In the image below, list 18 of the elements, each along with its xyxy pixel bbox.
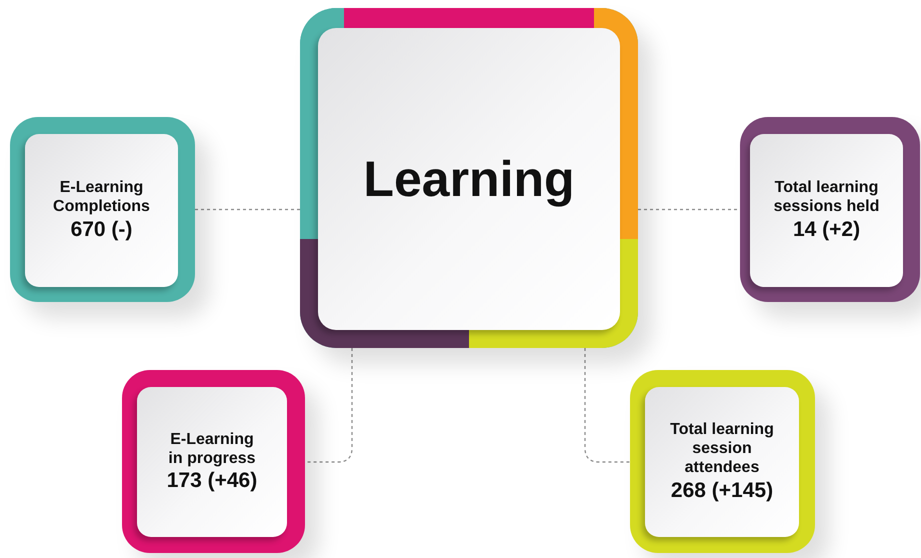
metric-label: E-Learning Completions xyxy=(52,178,151,217)
metric-label: Total learning sessions held xyxy=(772,178,880,217)
metric-frame xyxy=(630,370,815,553)
metric-frame xyxy=(300,8,638,348)
metric-frame xyxy=(122,370,305,553)
metric-frame xyxy=(740,117,920,302)
title-text: Learning xyxy=(363,150,575,209)
metric-value: 173 (+46) xyxy=(166,468,258,494)
metric-value: 14 (+2) xyxy=(792,216,860,243)
metric-value: 268 (+145) xyxy=(670,478,774,504)
connector-line xyxy=(195,208,300,210)
metric-value: 670 (-) xyxy=(70,216,132,243)
connector-line xyxy=(305,348,353,463)
metric-label: Total learning session attendees xyxy=(669,420,775,478)
connector-line xyxy=(638,208,740,210)
metric-label: E-Learning in progress xyxy=(167,430,257,468)
connector-line xyxy=(584,348,630,463)
metric-frame xyxy=(10,117,195,302)
